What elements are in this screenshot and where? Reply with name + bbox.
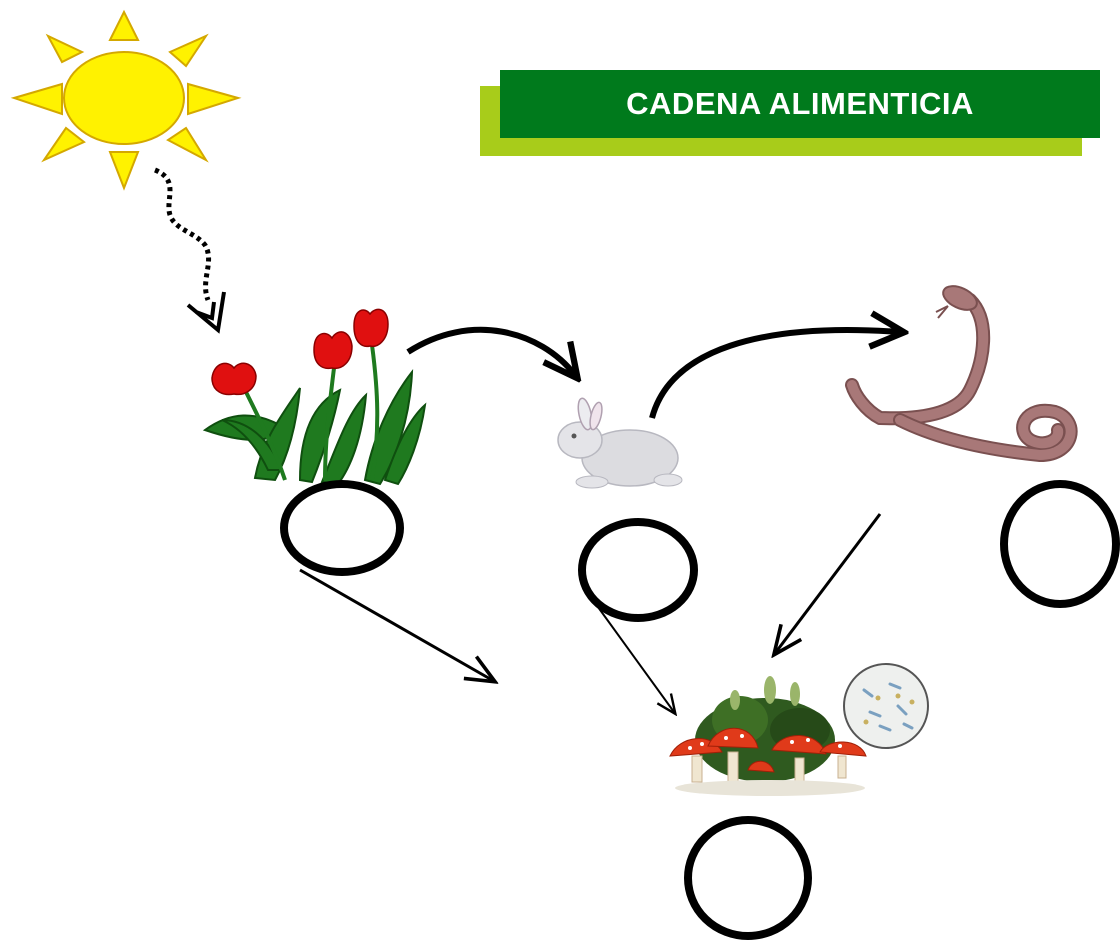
mushrooms-icon: [669, 676, 867, 796]
title-bar: CADENA ALIMENTICIA: [500, 70, 1100, 138]
rabbit-to-snake-arrow: [649, 330, 900, 419]
sun-icon: [10, 9, 242, 191]
sun-to-plants-arrow: [153, 167, 211, 301]
answer-circle-rabbit[interactable]: [578, 518, 698, 622]
sun-to-plants-arrowhead: [186, 291, 226, 334]
answer-circle-tulips[interactable]: [280, 480, 404, 576]
snake-to-decomposers-arrow: [776, 513, 882, 652]
snake-icon: [845, 285, 1078, 463]
answer-circle-snake[interactable]: [1000, 480, 1120, 608]
tulips-icon: [202, 308, 427, 486]
bacteria-icon: [843, 663, 929, 749]
plants-to-decomposers-arrow: [299, 568, 492, 680]
rabbit-icon: [557, 397, 683, 489]
page-title: CADENA ALIMENTICIA: [626, 86, 974, 121]
rabbit-to-decomposers-arrow: [589, 595, 674, 712]
answer-circle-decomposers[interactable]: [684, 816, 812, 940]
title-banner: CADENA ALIMENTICIA: [480, 70, 1100, 158]
plants-to-rabbit-arrow: [406, 326, 575, 375]
